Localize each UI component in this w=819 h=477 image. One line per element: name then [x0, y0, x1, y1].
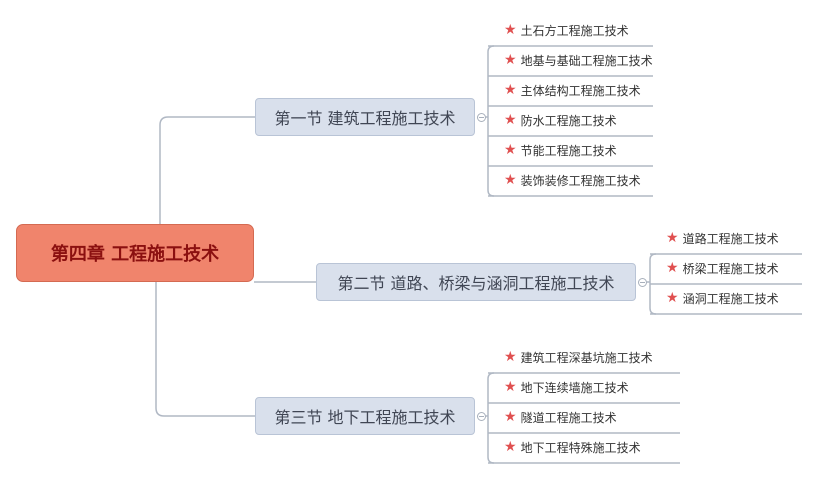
- leaf-topic-label: 节能工程施工技术: [520, 143, 617, 158]
- root-topic-label: 第四章 工程施工技术: [50, 244, 220, 265]
- branch-topic-label: 第三节 地下工程施工技术: [274, 408, 456, 427]
- star-icon: ★: [666, 230, 679, 246]
- star-icon: ★: [504, 22, 517, 38]
- leaf-topic[interactable]: ★隧道工程施工技术: [488, 402, 680, 432]
- star-icon: ★: [504, 172, 517, 188]
- collapse-toggle-icon[interactable]: [477, 112, 486, 122]
- collapse-toggle-icon[interactable]: [638, 277, 647, 287]
- star-icon: ★: [504, 112, 517, 128]
- leaf-topic-label: 土石方工程施工技术: [520, 23, 629, 38]
- leaf-topic-label: 建筑工程深基坑施工技术: [520, 350, 653, 365]
- star-icon: ★: [504, 82, 517, 98]
- star-icon: ★: [666, 260, 679, 276]
- leaf-topic-label: 地下连续墙施工技术: [520, 380, 629, 395]
- branch-topic-label: 第二节 道路、桥梁与涵洞工程施工技术: [337, 274, 615, 293]
- leaf-topic-label: 隧道工程施工技术: [520, 410, 617, 425]
- leaf-topic[interactable]: ★节能工程施工技术: [488, 135, 653, 165]
- branch-connector: [159, 116, 255, 224]
- branch-topic[interactable]: 第二节 道路、桥梁与涵洞工程施工技术: [316, 263, 636, 301]
- collapse-toggle-icon[interactable]: [477, 411, 486, 421]
- leaf-topic[interactable]: ★桥梁工程施工技术: [650, 253, 802, 283]
- root-topic[interactable]: 第四章 工程施工技术: [16, 224, 254, 282]
- leaf-topic-label: 防水工程施工技术: [520, 113, 617, 128]
- leaf-topic-label: 主体结构工程施工技术: [520, 83, 641, 98]
- leaf-topic[interactable]: ★主体结构工程施工技术: [488, 75, 653, 105]
- leaf-topic[interactable]: ★道路工程施工技术: [650, 223, 802, 253]
- branch-topic[interactable]: 第三节 地下工程施工技术: [255, 397, 475, 435]
- star-icon: ★: [504, 349, 517, 365]
- branch-connector: [155, 282, 255, 417]
- star-icon: ★: [504, 142, 517, 158]
- leaf-topic-label: 道路工程施工技术: [682, 231, 779, 246]
- star-icon: ★: [504, 439, 517, 455]
- star-icon: ★: [504, 52, 517, 68]
- leaf-topic-label: 涵洞工程施工技术: [682, 291, 779, 306]
- leaf-topic[interactable]: ★地下连续墙施工技术: [488, 372, 680, 402]
- leaf-topic-label: 装饰装修工程施工技术: [520, 173, 641, 188]
- leaf-topic[interactable]: ★建筑工程深基坑施工技术: [488, 342, 680, 372]
- leaf-topic[interactable]: ★土石方工程施工技术: [488, 15, 653, 45]
- leaf-topic-label: 地基与基础工程施工技术: [520, 53, 653, 68]
- branch-topic[interactable]: 第一节 建筑工程施工技术: [255, 98, 475, 136]
- leaf-topic[interactable]: ★涵洞工程施工技术: [650, 283, 802, 313]
- leaf-topic[interactable]: ★地下工程特殊施工技术: [488, 432, 680, 462]
- leaf-topic-label: 桥梁工程施工技术: [682, 261, 779, 276]
- star-icon: ★: [504, 379, 517, 395]
- star-icon: ★: [666, 290, 679, 306]
- leaf-topic[interactable]: ★地基与基础工程施工技术: [488, 45, 653, 75]
- branch-topic-label: 第一节 建筑工程施工技术: [274, 109, 456, 128]
- star-icon: ★: [504, 409, 517, 425]
- leaf-topic-label: 地下工程特殊施工技术: [520, 440, 641, 455]
- leaf-topic[interactable]: ★装饰装修工程施工技术: [488, 165, 653, 195]
- leaf-topic[interactable]: ★防水工程施工技术: [488, 105, 653, 135]
